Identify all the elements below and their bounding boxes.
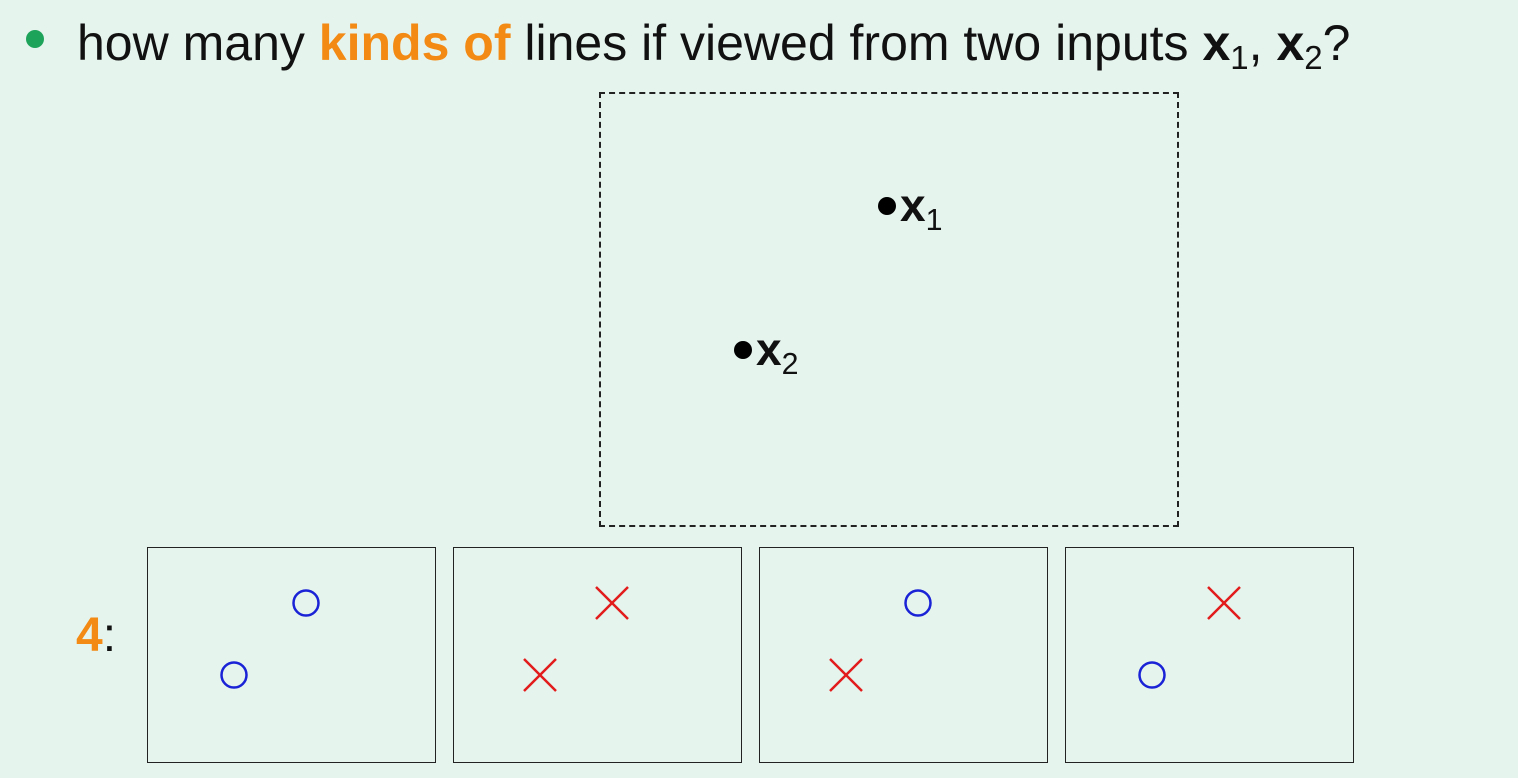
- question-text-after: lines if viewed from two inputs: [524, 15, 1189, 71]
- circle-mark-icon: [292, 589, 320, 617]
- question-end: ?: [1322, 15, 1351, 71]
- answer-colon: :: [102, 609, 117, 662]
- answer-number: 4: [76, 609, 103, 662]
- cross-mark-icon: [595, 586, 629, 620]
- circle-mark-icon: [904, 589, 932, 617]
- question-var-x2: x: [1276, 15, 1305, 71]
- cross-mark-icon: [523, 658, 557, 692]
- point-dot-icon: [734, 341, 752, 359]
- cross-mark-icon: [829, 658, 863, 692]
- dichotomy-marks: [220, 589, 320, 689]
- answer-count: 4:: [76, 606, 116, 666]
- point-x2-label: x: [756, 323, 782, 375]
- dichotomy-marks: [523, 586, 629, 692]
- question-comma: ,: [1248, 15, 1263, 71]
- point-x2-sub: 2: [781, 347, 799, 381]
- question-highlight: kinds of: [318, 15, 511, 71]
- input-space-frame: [599, 92, 1179, 527]
- dichotomy-panel-1: [147, 547, 436, 763]
- bullet-icon: [26, 30, 44, 48]
- cross-mark-icon: [1207, 586, 1241, 620]
- circle-mark-icon: [220, 661, 248, 689]
- dichotomy-panel-4: [1065, 547, 1354, 763]
- circle-mark-icon: [1138, 661, 1166, 689]
- question-line: how many kinds of lines if viewed from t…: [26, 10, 1350, 82]
- point-x1-label: x: [900, 179, 926, 231]
- dichotomy-marks: [829, 589, 932, 692]
- question-sub-2: 2: [1304, 39, 1323, 77]
- question-var-x1: x: [1202, 15, 1231, 71]
- dichotomy-panel-3: [759, 547, 1048, 763]
- question-text-before: how many: [77, 15, 305, 71]
- point-dot-icon: [878, 197, 896, 215]
- point-x1-sub: 1: [925, 203, 943, 237]
- dichotomy-marks: [1138, 586, 1241, 689]
- question-sub-1: 1: [1230, 39, 1249, 77]
- dichotomy-panel-2: [453, 547, 742, 763]
